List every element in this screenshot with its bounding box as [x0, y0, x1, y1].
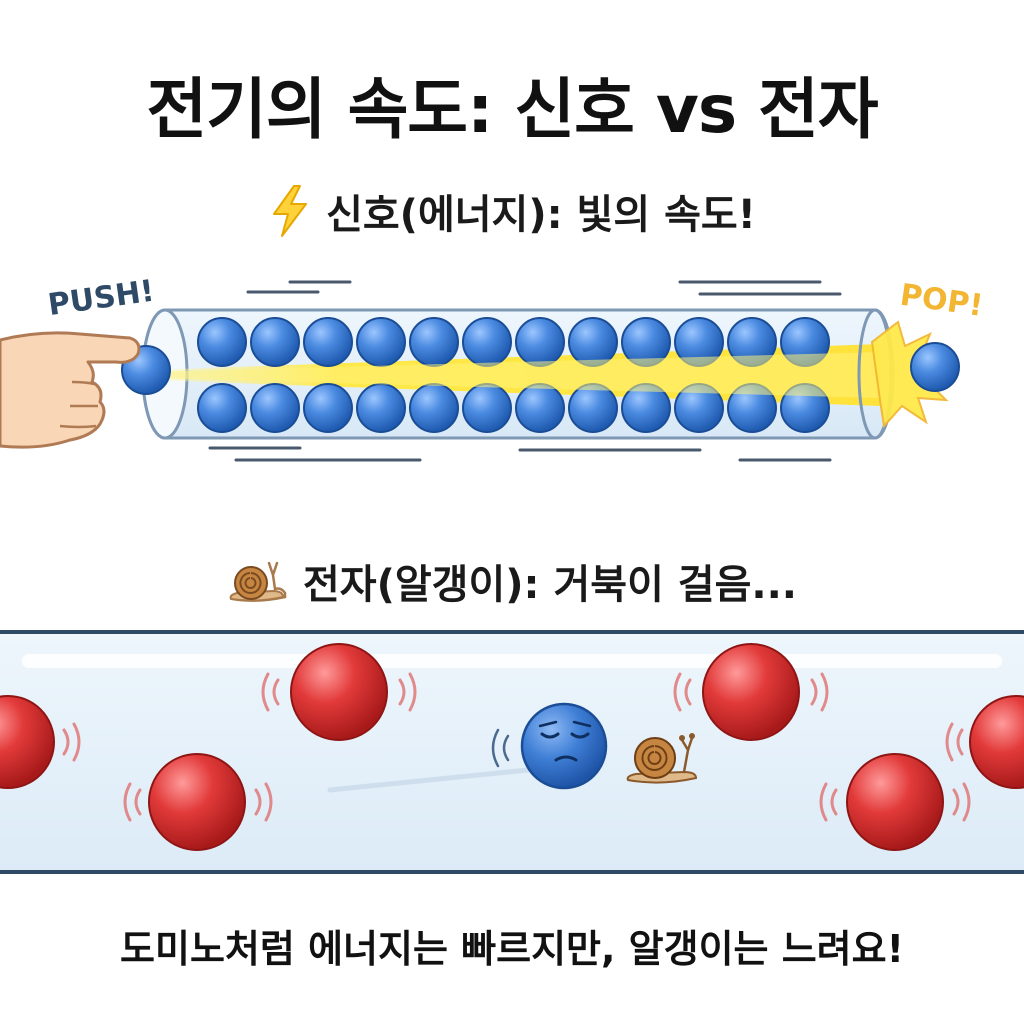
wire-highlight	[22, 654, 1002, 668]
signal-tube-illustration: PUSH! POP!	[0, 274, 985, 462]
atom	[702, 643, 800, 741]
popped-electron	[910, 342, 960, 392]
red-atoms	[0, 643, 1024, 851]
lightning-icon	[268, 184, 312, 238]
snail-icon	[227, 557, 289, 605]
sleepy-electron	[520, 702, 608, 790]
motion-lines	[208, 280, 842, 462]
electron-row-top	[197, 317, 830, 367]
atom	[290, 643, 388, 741]
push-label: PUSH!	[46, 274, 157, 324]
pointing-hand-icon	[0, 331, 141, 449]
pop-label: POP!	[898, 278, 985, 324]
atom	[0, 695, 55, 789]
wire-illustration	[0, 630, 1024, 874]
drift-trail	[327, 767, 531, 793]
signal-heading-row: 신호(에너지): 빛의 속도!	[0, 182, 1024, 240]
electron-heading-text: 전자(알갱이): 거북이 걸음...	[303, 562, 797, 608]
page-title: 전기의 속도: 신호 vs 전자	[146, 71, 878, 148]
atom	[846, 753, 944, 851]
footer-caption: 도미노처럼 에너지는 빠르지만, 알갱이는 느려요!	[120, 927, 904, 971]
electron-row-bottom	[197, 383, 830, 433]
signal-heading-text: 신호(에너지): 빛의 속도!	[326, 192, 756, 238]
atom-vibration-marks	[62, 672, 971, 822]
atom	[148, 753, 246, 851]
electron-heading-row: 전자(알갱이): 거북이 걸음...	[0, 552, 1024, 610]
atom	[969, 695, 1024, 789]
snail-icon	[626, 733, 698, 784]
electron-motion-marks	[491, 728, 510, 768]
